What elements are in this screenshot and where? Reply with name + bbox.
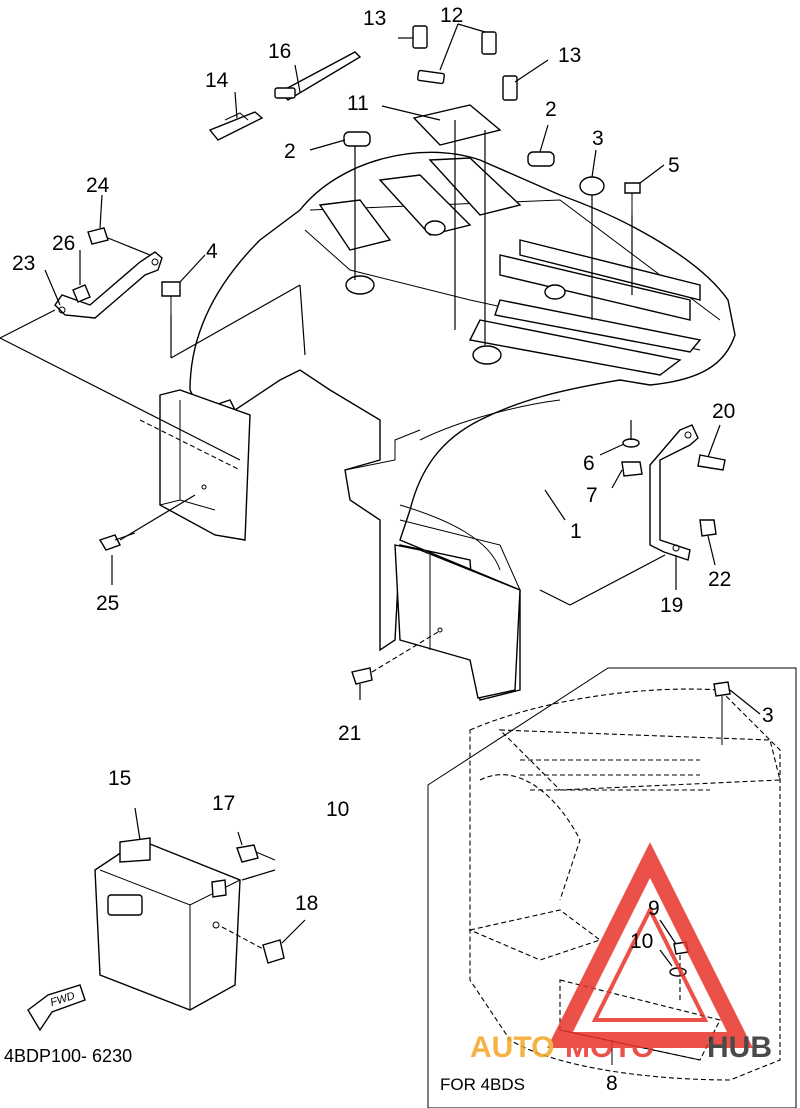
callout-3: 3 [592, 127, 604, 150]
callout-25: 25 [96, 592, 119, 615]
callout-11: 11 [347, 92, 369, 115]
callout-20: 20 [712, 400, 735, 423]
callout-24: 24 [86, 174, 110, 197]
callout-7: 7 [586, 484, 598, 507]
callout-21: 21 [338, 722, 361, 745]
callout-4: 4 [206, 240, 218, 263]
automotohub-watermark: AUTO MOTO HUB [470, 842, 772, 1064]
callout-10-main: 10 [326, 798, 349, 821]
callout-22: 22 [708, 568, 731, 591]
callout-2b: 2 [545, 98, 557, 121]
callout-17: 17 [212, 792, 235, 815]
callout-13b: 13 [558, 44, 581, 67]
left-mud-flap [159, 389, 251, 541]
callout-13: 13 [363, 7, 386, 30]
rear-fender-body [189, 151, 736, 701]
callout-6: 6 [583, 452, 595, 475]
watermark-text-moto: MOTO [565, 1031, 654, 1064]
callout-10-inset: 10 [630, 930, 653, 953]
right-stay-bracket [351, 424, 726, 685]
callout-15: 15 [108, 767, 131, 790]
watermark-text-hub: HUB [707, 1031, 772, 1064]
callout-18: 18 [295, 892, 318, 915]
inset-4bds [427, 667, 797, 1108]
callout-23: 23 [12, 252, 35, 275]
callout-19: 19 [660, 594, 683, 617]
callout-26: 26 [52, 232, 75, 255]
right-mud-flap [394, 544, 521, 699]
inset-label: FOR 4BDS [440, 1075, 525, 1094]
tool-box [94, 807, 306, 1011]
callout-14: 14 [205, 69, 229, 92]
callout-labels: 13 12 13 16 14 11 2 2 3 5 24 26 23 4 20 … [12, 4, 774, 1095]
callout-9-inset: 9 [648, 897, 660, 920]
fwd-arrow: FWD [27, 984, 86, 1032]
callout-12: 12 [440, 4, 463, 27]
leader-lines [0, 23, 721, 700]
callout-8-inset: 8 [606, 1072, 618, 1095]
callout-5: 5 [668, 154, 680, 177]
watermark-text-auto: AUTO [470, 1031, 554, 1064]
callout-2: 2 [284, 140, 296, 163]
callout-3-inset: 3 [762, 704, 774, 727]
diagram-code: 4BDP100- 6230 [4, 1046, 132, 1066]
small-parts-top [208, 25, 641, 215]
callout-1: 1 [570, 520, 582, 543]
callout-16: 16 [268, 40, 291, 63]
left-stay-bracket [54, 227, 181, 551]
